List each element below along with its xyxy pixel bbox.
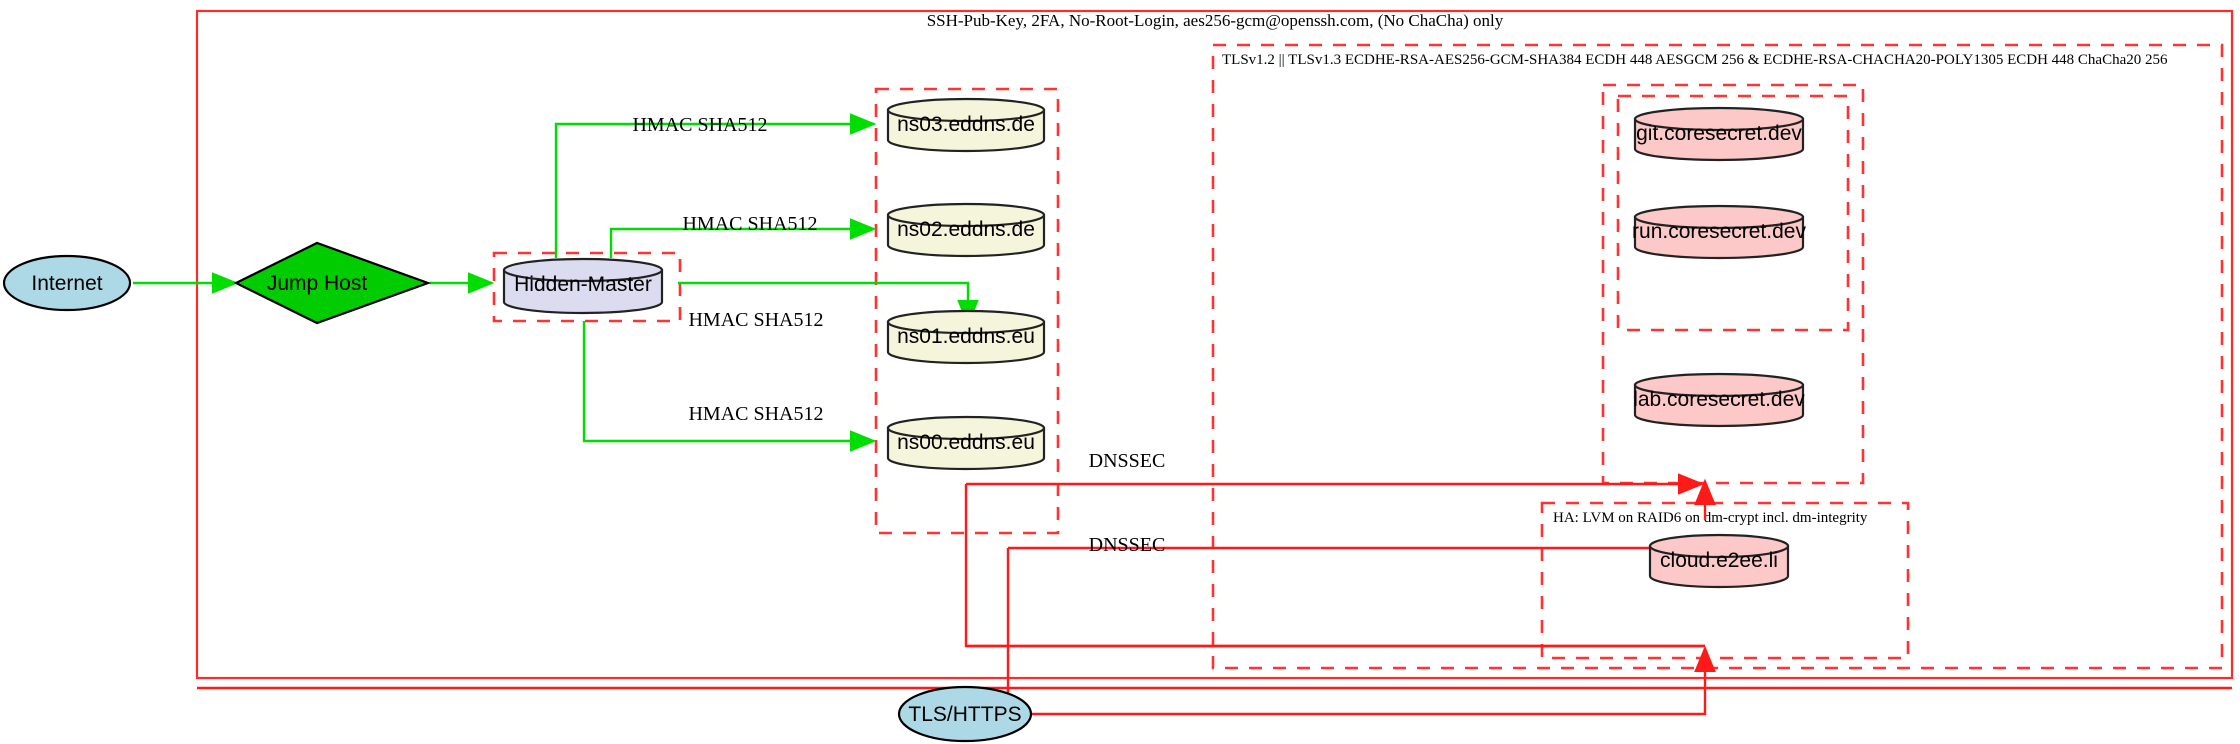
- node-git-coresecret[interactable]: git.coresecret.dev: [1633, 106, 1805, 162]
- node-ns03-label: ns03.eddns.de: [897, 113, 1035, 136]
- node-ns01[interactable]: ns01.eddns.eu: [886, 309, 1046, 365]
- node-ns01-label: ns01.eddns.eu: [897, 325, 1035, 348]
- node-ns02-label: ns02.eddns.de: [897, 218, 1035, 241]
- node-ns02[interactable]: ns02.eddns.de: [886, 202, 1046, 258]
- ssh-boundary-box: [195, 9, 2234, 680]
- node-ns00[interactable]: ns00.eddns.eu: [886, 415, 1046, 471]
- edge-hm-ns03: [554, 113, 877, 258]
- node-lab-coresecret[interactable]: lab.coresecret.dev: [1633, 372, 1805, 428]
- node-git-coresecret-label: git.coresecret.dev: [1636, 122, 1802, 145]
- edge-label-dnssec-upper: DNSSEC: [1089, 450, 1166, 472]
- node-ns00-label: ns00.eddns.eu: [897, 431, 1035, 454]
- node-cloud-e2ee[interactable]: cloud.e2ee.li: [1648, 533, 1790, 589]
- node-jump-host-label: Jump Host: [267, 272, 368, 295]
- node-lab-coresecret-label: lab.coresecret.dev: [1633, 388, 1805, 411]
- coresecret-outer-box: [1601, 83, 1865, 485]
- edge-label-dnssec-lower: DNSSEC: [1089, 534, 1166, 556]
- edge-tlshttps-to-services: [1030, 700, 1707, 716]
- node-internet[interactable]: Internet: [2, 254, 132, 312]
- node-ns03[interactable]: ns03.eddns.de: [886, 97, 1046, 153]
- node-cloud-e2ee-label: cloud.e2ee.li: [1660, 549, 1778, 572]
- ssh-policy-label: SSH-Pub-Key, 2FA, No-Root-Login, aes256-…: [927, 11, 1504, 30]
- edge-hm-ns00: [582, 321, 877, 452]
- ha-policy-label: HA: LVM on RAID6 on dm-crypt incl. dm-in…: [1553, 510, 1868, 526]
- edge-label-hmac-ns03: HMAC SHA512: [632, 114, 767, 136]
- coresecret-inner-box: [1616, 94, 1850, 332]
- node-tls-https-label: TLS/HTTPS: [908, 703, 1021, 726]
- tls-policy-label: TLSv1.2 || TLSv1.3 ECDHE-RSA-AES256-GCM-…: [1222, 52, 2168, 68]
- hidden-master-box: [492, 251, 682, 323]
- node-internet-label: Internet: [31, 272, 102, 295]
- edge-hm-ns02: [609, 218, 877, 258]
- node-run-coresecret-label: run.coresecret.dev: [1632, 220, 1806, 243]
- edge-label-hmac-ns02: HMAC SHA512: [682, 213, 817, 235]
- node-run-coresecret[interactable]: run.coresecret.dev: [1632, 204, 1806, 260]
- node-hidden-master[interactable]: Hidden-Master: [502, 257, 664, 315]
- edge-dnssec-upper: [964, 484, 1705, 648]
- ha-group-box: [1540, 501, 1910, 660]
- node-tls-https[interactable]: TLS/HTTPS: [897, 685, 1033, 743]
- tls-boundary-box: [1211, 43, 2224, 670]
- edge-label-hmac-ns01: HMAC SHA512: [688, 309, 823, 331]
- node-hidden-master-label: Hidden-Master: [514, 273, 652, 296]
- node-jump-host[interactable]: Jump Host: [233, 241, 432, 325]
- edge-label-hmac-ns00: HMAC SHA512: [688, 403, 823, 425]
